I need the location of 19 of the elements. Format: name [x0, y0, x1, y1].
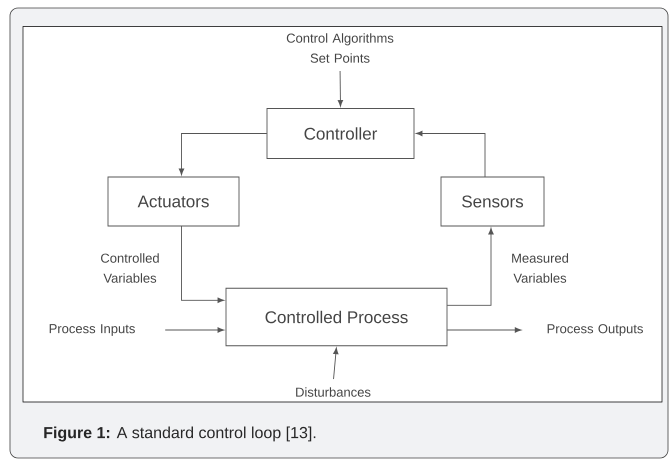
sensor-box: Sensors — [440, 176, 544, 226]
output-label: Process Outputs — [548, 324, 643, 336]
arrow — [416, 130, 486, 177]
edge-label: Controlled Variables — [101, 253, 159, 283]
arrow — [181, 226, 224, 303]
input-label: Process Inputs — [50, 324, 135, 336]
controller-box: Controller — [266, 108, 414, 159]
arrow — [447, 228, 494, 306]
arrow — [333, 348, 338, 380]
disturbance-label: Disturbances — [296, 387, 370, 397]
input-label: Control Algorithms Set Points — [286, 33, 394, 63]
figure-caption: Figure 1: A standard control loop [13]. — [44, 426, 316, 442]
process-box: Controlled Process — [226, 288, 448, 346]
arrow — [178, 133, 267, 176]
edge-label: Measured Variables — [512, 253, 568, 283]
arrow — [338, 70, 344, 107]
arrow — [164, 327, 224, 333]
actuator-box: Actuators — [108, 176, 240, 226]
arrow — [447, 327, 522, 333]
